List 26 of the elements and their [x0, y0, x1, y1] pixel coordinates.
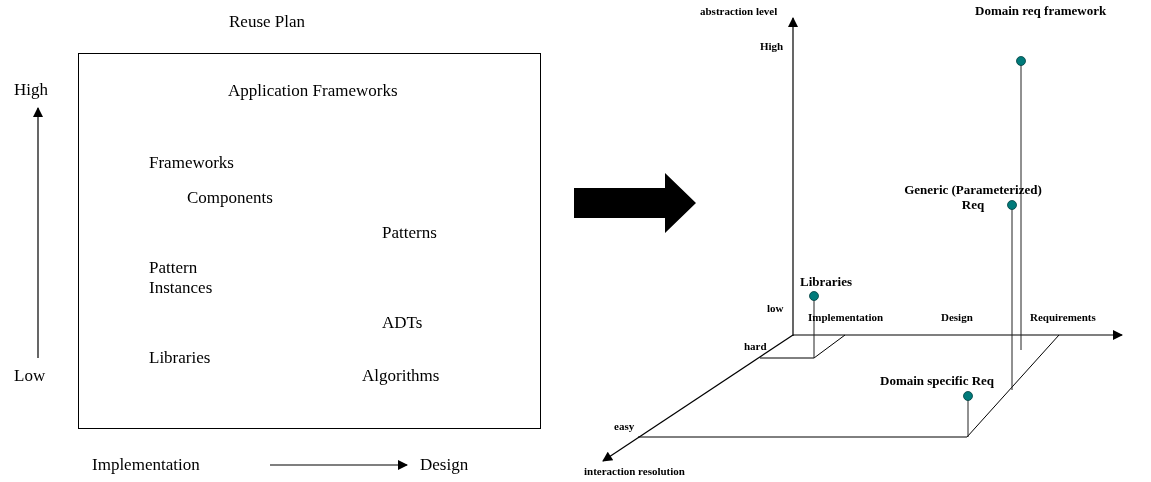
- item-label: ADTs: [382, 313, 423, 333]
- tick-label: Implementation: [808, 311, 884, 324]
- point-label: Domain req framework: [975, 4, 1107, 19]
- point-label: Libraries: [800, 275, 852, 290]
- tick-label: Requirements: [1030, 311, 1096, 324]
- axis-title: abstraction level: [700, 5, 778, 18]
- tick-label: High: [760, 40, 784, 53]
- item-label: Patterns: [382, 223, 437, 243]
- item-label: Algorithms: [362, 366, 440, 386]
- tick-label: easy: [614, 420, 635, 433]
- item-label: Components: [187, 188, 273, 208]
- axis-label: Implementation: [92, 455, 200, 475]
- tick-label: low: [767, 302, 784, 315]
- axis-label: Low: [14, 366, 46, 386]
- box-heading: Reuse Plan: [229, 12, 306, 32]
- item-label: Application Frameworks: [228, 81, 398, 101]
- axis-label: Design: [420, 455, 469, 475]
- point-label: Generic (Parameterized) Req: [903, 183, 1043, 213]
- item-label: Pattern Instances: [149, 258, 214, 298]
- tick-label: Design: [941, 311, 973, 324]
- axis-title: interaction resolution: [584, 465, 685, 478]
- axis-label: High: [14, 80, 48, 100]
- item-label: Frameworks: [149, 153, 234, 173]
- tick-label: hard: [744, 340, 767, 353]
- point-label: Domain specific Req: [880, 374, 995, 389]
- item-label: Libraries: [149, 348, 211, 368]
